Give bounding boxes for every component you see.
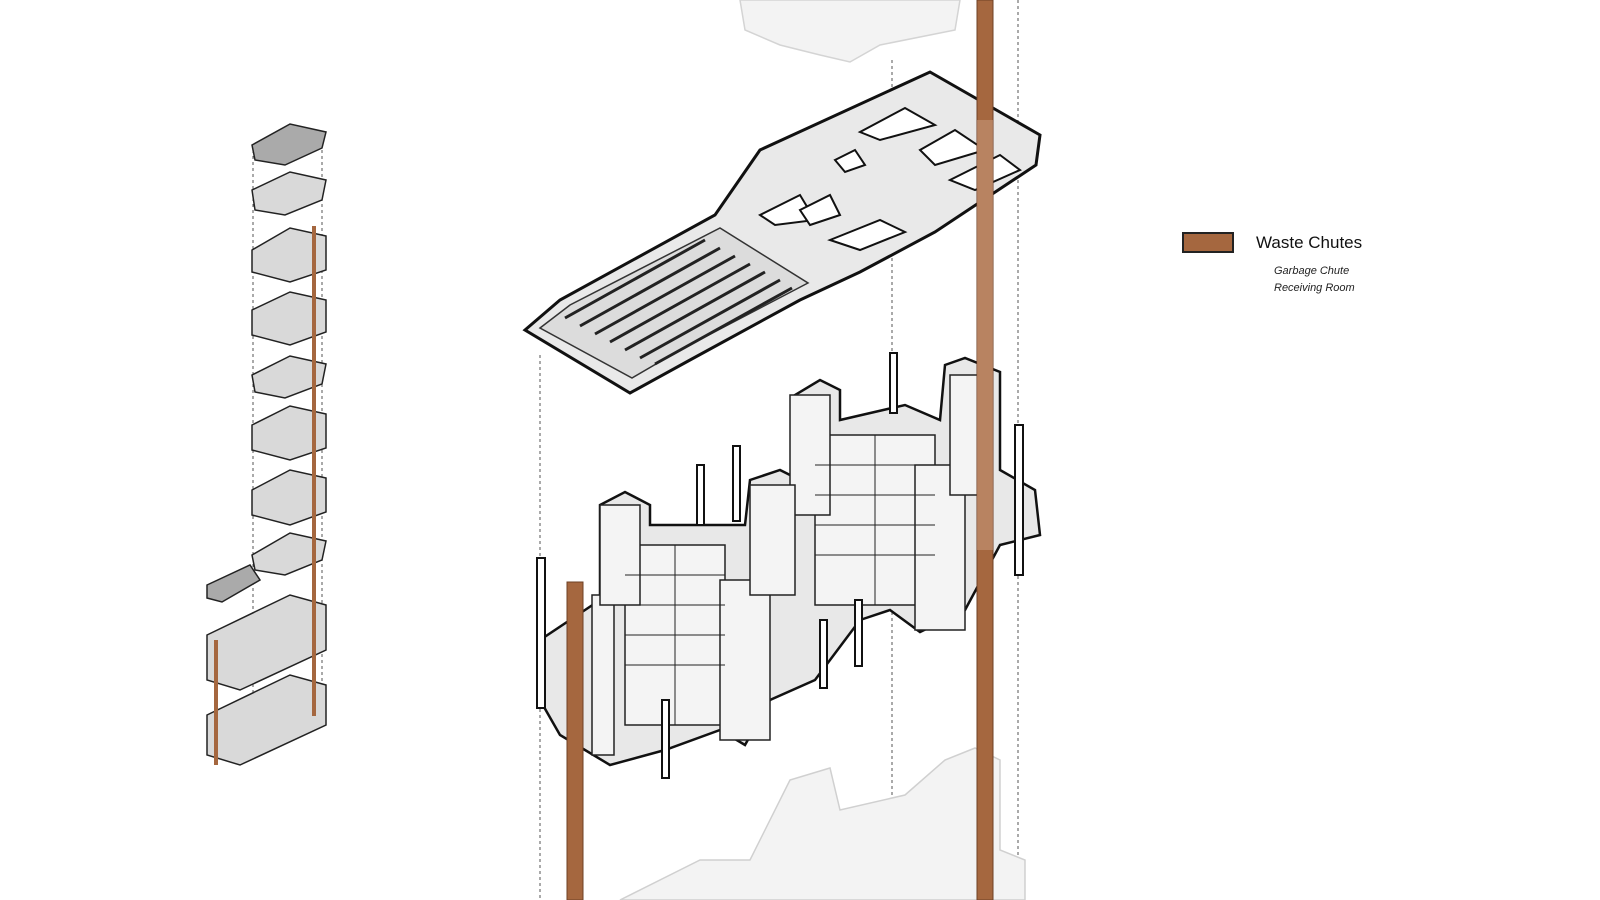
- legend-title: Waste Chutes: [1256, 233, 1363, 252]
- floor-stack-thumbnail: [206, 123, 327, 766]
- legend-item-garbage-chute: Garbage Chute: [1274, 265, 1350, 277]
- roof-platform: [522, 70, 1042, 395]
- ghost-module-above: [739, 0, 961, 63]
- waste-chutes: [566, 0, 994, 900]
- waste-chute-left: [566, 581, 584, 900]
- waste-chute-swatch: [1182, 232, 1234, 253]
- building-module: [536, 352, 1042, 779]
- mini-waste-chute-left: [214, 640, 218, 765]
- mini-waste-chute-right: [312, 226, 316, 716]
- ghost-module-below: [619, 747, 1026, 900]
- legend-item-receiving-room: Receiving Room: [1274, 282, 1355, 294]
